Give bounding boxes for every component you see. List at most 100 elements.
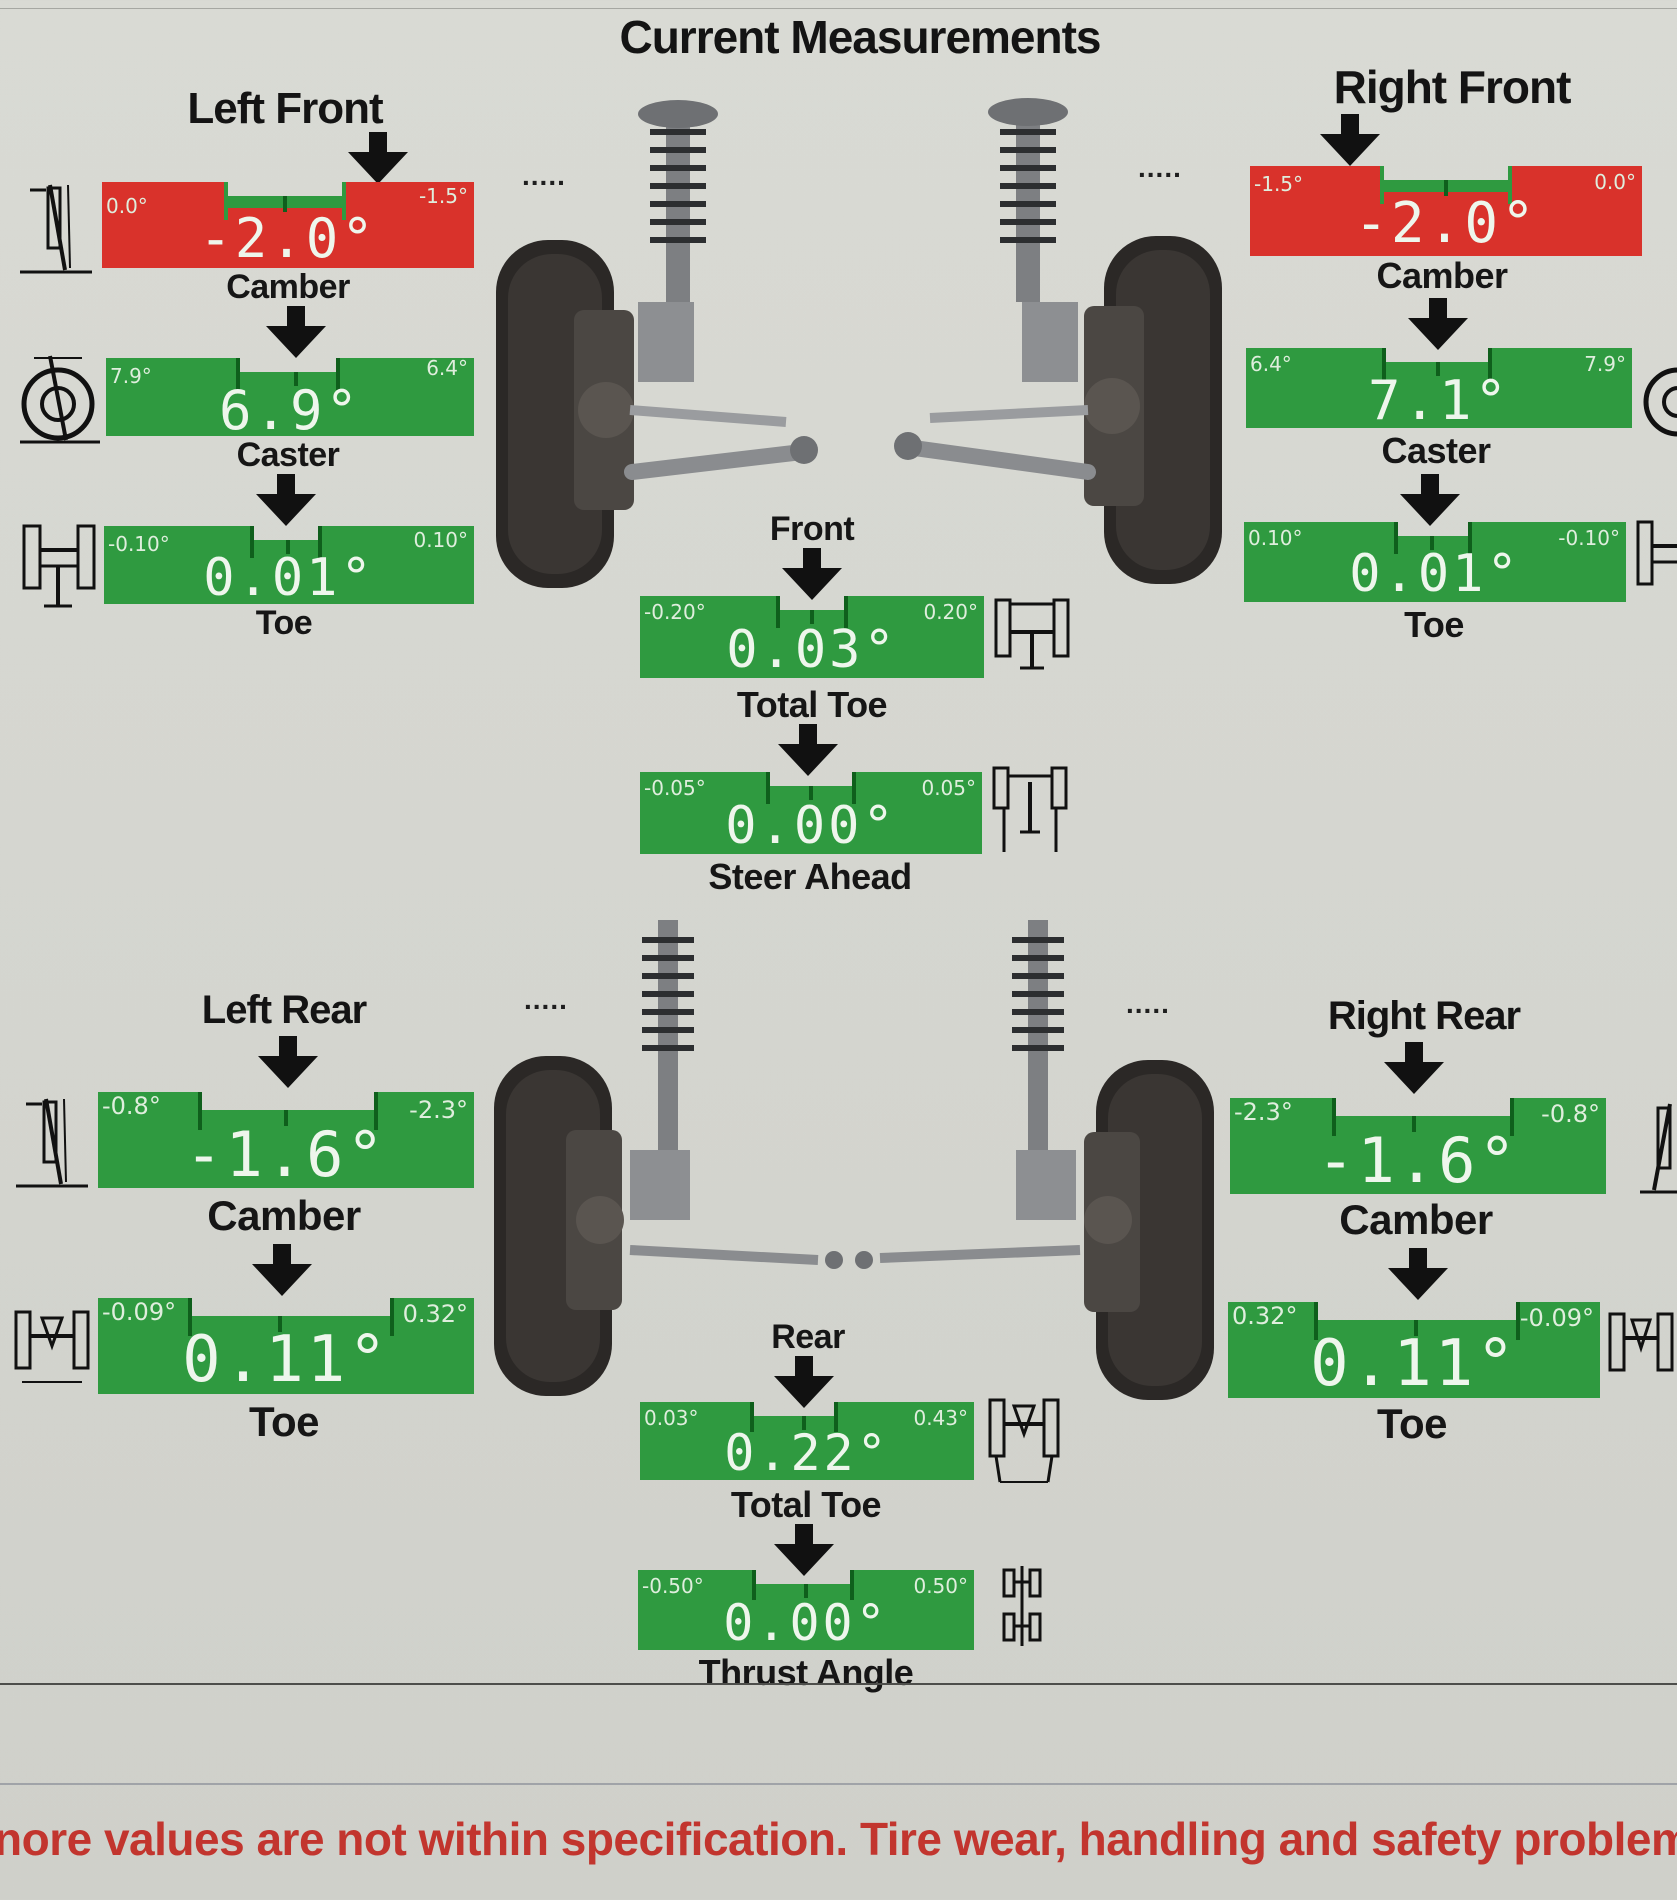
camber-value: -2.0° — [199, 207, 377, 270]
total-toe-max: 0.43° — [913, 1406, 968, 1430]
caster-label: Caster — [236, 436, 340, 474]
total-toe-max: 0.20° — [923, 600, 978, 624]
divider — [0, 1783, 1677, 1785]
caster-min: 7.9° — [110, 364, 152, 388]
divider — [0, 1683, 1677, 1685]
camber-icon — [20, 180, 92, 280]
toe-min: -0.09° — [102, 1298, 177, 1326]
total-toe-min: -0.20° — [644, 600, 706, 624]
thrust-angle-label: Thrust Angle — [698, 1652, 914, 1693]
toe-icon — [18, 520, 98, 617]
left-front-caster-gauge: 7.9° 6.4° 6.9° — [106, 358, 474, 442]
total-toe-min: 0.03° — [644, 1406, 699, 1430]
toe-icon — [1634, 512, 1677, 609]
toe-min: -0.10° — [108, 532, 170, 556]
right-front-title: Right Front — [1333, 61, 1572, 113]
camber-min: -0.8° — [102, 1092, 161, 1120]
camber-min: -2.3° — [1234, 1098, 1293, 1126]
camber-value: -1.6° — [1317, 1124, 1519, 1197]
toe-icon — [12, 1306, 92, 1393]
caster-label: Caster — [1381, 430, 1491, 471]
page-title: Current Measurements — [619, 11, 1101, 63]
caster-value: 6.9° — [218, 379, 362, 442]
steer-ahead-min: -0.05° — [644, 776, 706, 800]
toe-indicator-arrow — [256, 474, 316, 531]
toe-value: 0.11° — [182, 1323, 390, 1397]
total-toe-label: Total Toe — [730, 1484, 882, 1525]
thrust-angle-min: -0.50° — [642, 1574, 704, 1598]
toe-max: 0.10° — [413, 528, 468, 552]
right-front-caster-gauge: 6.4° 7.9° 7.1° — [1246, 348, 1632, 428]
left-rear-title: Left Rear — [201, 988, 367, 1032]
caster-icon — [20, 352, 100, 449]
left-front-toe-gauge: -0.10° 0.10° 0.01° — [104, 526, 474, 604]
steer-ahead-max: 0.05° — [921, 776, 976, 800]
thrust-angle-value: 0.00° — [723, 1594, 889, 1652]
toe-label: Toe — [1376, 1400, 1448, 1447]
right-front-toe-gauge: 0.10° -0.10° 0.01° — [1244, 522, 1626, 602]
caster-indicator-arrow — [266, 306, 326, 363]
connector-dots: ..... — [1126, 988, 1170, 1019]
toe-min: 0.10° — [1248, 526, 1303, 550]
steer-ahead-label: Steer Ahead — [708, 856, 912, 897]
connector-dots: ..... — [1138, 152, 1182, 183]
camber-indicator-arrow — [348, 132, 408, 189]
camber-value: -2.0° — [1354, 191, 1538, 256]
steer-ahead-indicator-arrow — [778, 724, 838, 781]
connector-dots: ..... — [522, 160, 566, 191]
camber-label: Camber — [1339, 1196, 1493, 1243]
toe-value: 0.01° — [203, 548, 375, 608]
rear-suspension-illustration — [494, 920, 1214, 1400]
caster-indicator-arrow — [1408, 298, 1468, 355]
camber-value: -1.6° — [185, 1118, 387, 1191]
front-suspension-illustration — [496, 98, 1222, 588]
caster-max: 7.9° — [1584, 352, 1626, 376]
left-rear-camber-gauge: -0.8° -2.3° -1.6° — [98, 1092, 474, 1188]
total-toe-value: 0.22° — [724, 1424, 890, 1482]
total-toe-label: Total Toe — [736, 684, 888, 725]
toe-label: Toe — [248, 1398, 320, 1445]
camber-label: Camber — [207, 1192, 361, 1239]
total-toe-value: 0.03° — [726, 620, 898, 680]
total-toe-icon — [992, 592, 1072, 685]
toe-value: 0.01° — [1349, 544, 1521, 604]
camber-max: -1.5° — [418, 184, 468, 208]
camber-max: 0.0° — [1594, 170, 1636, 194]
camber-icon — [1640, 1100, 1677, 1201]
left-rear-toe-gauge: -0.09° 0.32° 0.11° — [98, 1298, 474, 1394]
right-rear-title: Right Rear — [1327, 994, 1521, 1038]
warning-message: nore values are not within specification… — [0, 1813, 1677, 1865]
total-toe-indicator-arrow — [774, 1356, 834, 1413]
left-front-camber-gauge: 0.0° -1.5° -2.0° — [102, 182, 474, 268]
toe-max: -0.09° — [1519, 1304, 1594, 1332]
toe-indicator-arrow — [252, 1244, 312, 1301]
rear-total-toe-gauge: 0.03° 0.43° 0.22° — [640, 1402, 974, 1480]
camber-indicator-arrow — [1384, 1042, 1444, 1099]
left-front-title: Left Front — [187, 84, 383, 133]
caster-value: 7.1° — [1367, 369, 1511, 432]
camber-label: Camber — [226, 268, 350, 306]
thrust-angle-indicator-arrow — [774, 1524, 834, 1581]
toe-label: Toe — [255, 604, 313, 642]
steer-ahead-icon — [990, 762, 1070, 861]
camber-indicator-arrow — [258, 1036, 318, 1093]
toe-indicator-arrow — [1388, 1248, 1448, 1305]
total-toe-icon — [984, 1394, 1064, 1491]
right-rear-camber-gauge: -2.3° -0.8° -1.6° — [1230, 1098, 1606, 1194]
camber-min: -1.5° — [1254, 172, 1304, 196]
caster-icon — [1640, 360, 1677, 445]
camber-max: -2.3° — [409, 1096, 468, 1124]
toe-min: 0.32° — [1232, 1302, 1298, 1330]
steer-ahead-gauge: -0.05° 0.05° 0.00° — [640, 772, 982, 854]
camber-label: Camber — [1376, 255, 1508, 296]
toe-label: Toe — [1404, 604, 1464, 645]
toe-value: 0.11° — [1310, 1327, 1518, 1401]
right-front-camber-gauge: -1.5° 0.0° -2.0° — [1250, 166, 1642, 256]
front-label: Front — [769, 510, 855, 548]
front-total-toe-gauge: -0.20° 0.20° 0.03° — [640, 596, 984, 678]
camber-icon — [16, 1094, 88, 1194]
toe-icon — [1606, 1308, 1676, 1395]
top-rule — [0, 8, 1677, 9]
camber-indicator-arrow — [1320, 114, 1380, 171]
toe-indicator-arrow — [1400, 474, 1460, 531]
